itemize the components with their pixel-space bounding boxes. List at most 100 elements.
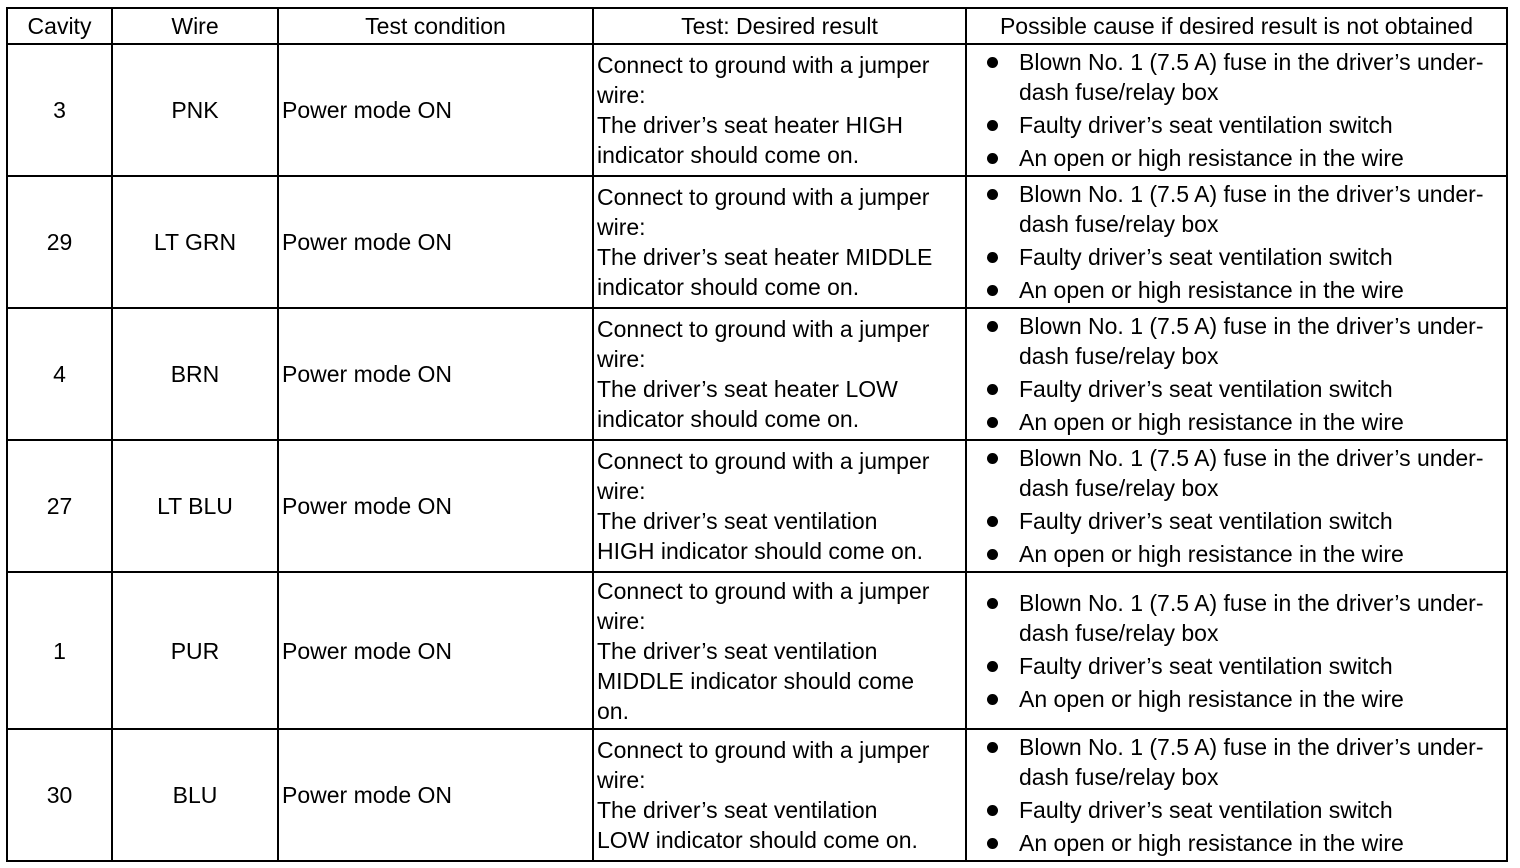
desired-result-line: wire: [597, 767, 646, 793]
cause-text: An open or high resistance in the wire [1019, 685, 1404, 712]
cause-text: An open or high resistance in the wire [1019, 409, 1404, 435]
bullet-icon [987, 838, 998, 849]
cause-text: An open or high resistance in the wire [1019, 145, 1404, 171]
cause-list: Blown No. 1 (7.5 A) fuse in the driver’s… [983, 732, 1506, 858]
condition-cell: Power mode ON [277, 43, 594, 177]
desired-result-line: The driver’s seat heater HIGH [597, 112, 903, 138]
condition-cell: Power mode ON [277, 175, 594, 309]
desired-result-line: The driver’s seat heater LOW [597, 376, 898, 402]
bullet-icon [987, 153, 998, 164]
cause-item: Blown No. 1 (7.5 A) fuse in the driver’s… [983, 588, 1506, 648]
cause-text: An open or high resistance in the wire [1019, 277, 1404, 303]
desired-result-line: wire: [597, 82, 646, 108]
desired-result-line: wire: [597, 214, 646, 240]
cause-list: Blown No. 1 (7.5 A) fuse in the driver’s… [983, 47, 1506, 173]
desired-result-line: Connect to ground with a jumper [597, 316, 930, 342]
cause-list: Blown No. 1 (7.5 A) fuse in the driver’s… [983, 311, 1506, 437]
desired-result-line: Connect to ground with a jumper [597, 448, 930, 474]
cause-item: Blown No. 1 (7.5 A) fuse in the driver’s… [983, 443, 1506, 503]
desired-result-line: Connect to ground with a jumper [597, 184, 930, 210]
desired-result-line: The driver’s seat ventilation [597, 637, 878, 664]
desired-result-line: MIDDLE indicator should come [597, 667, 915, 694]
cause-list: Blown No. 1 (7.5 A) fuse in the driver’s… [983, 588, 1506, 714]
cause-item: An open or high resistance in the wire [983, 275, 1506, 305]
cause-item: Blown No. 1 (7.5 A) fuse in the driver’s… [983, 311, 1506, 371]
desired-result-line: wire: [597, 607, 646, 634]
bullet-icon [987, 693, 998, 705]
cause-item: Faulty driver’s seat ventilation switch [983, 651, 1506, 681]
bullet-icon [987, 660, 998, 672]
cause-item: Faulty driver’s seat ventilation switch [983, 795, 1506, 825]
condition-cell: Power mode ON [277, 728, 594, 862]
possible-cause-cell: Blown No. 1 (7.5 A) fuse in the driver’s… [965, 439, 1508, 573]
cause-text: An open or high resistance in the wire [1019, 541, 1404, 567]
cause-text: Faulty driver’s seat ventilation switch [1019, 112, 1393, 138]
cause-text: Blown No. 1 (7.5 A) fuse in the driver’s… [1019, 49, 1484, 105]
desired-result-line: indicator should come on. [597, 406, 860, 432]
bullet-icon [987, 252, 998, 263]
desired-result-cell: Connect to ground with a jumper wire: The … [592, 43, 967, 177]
cause-text: Blown No. 1 (7.5 A) fuse in the driver’s… [1019, 313, 1484, 369]
desired-result-line: wire: [597, 478, 646, 504]
desired-result-line: The driver’s seat ventilation [597, 797, 878, 823]
condition-cell: Power mode ON [277, 307, 594, 441]
desired-result-line: indicator should come on. [597, 274, 860, 300]
cavity-cell: 30 [6, 728, 113, 862]
bullet-icon [987, 516, 998, 527]
possible-cause-cell: Blown No. 1 (7.5 A) fuse in the driver’s… [965, 175, 1508, 309]
header-test-condition: Test condition [277, 7, 594, 45]
header-wire: Wire [111, 7, 279, 45]
bullet-icon [987, 384, 998, 395]
cause-text: Faulty driver’s seat ventilation switch [1019, 652, 1393, 679]
condition-cell: Power mode ON [277, 571, 594, 730]
bullet-icon [987, 549, 998, 560]
bullet-icon [987, 805, 998, 816]
cause-text: Faulty driver’s seat ventilation switch [1019, 797, 1393, 823]
wire-cell: LT BLU [111, 439, 279, 573]
desired-result-line: Connect to ground with a jumper [597, 52, 930, 78]
cavity-cell: 1 [6, 571, 113, 730]
cause-item: An open or high resistance in the wire [983, 539, 1506, 569]
bullet-icon [987, 285, 998, 296]
possible-cause-cell: Blown No. 1 (7.5 A) fuse in the driver’s… [965, 307, 1508, 441]
wire-cell: BRN [111, 307, 279, 441]
cause-item: Faulty driver’s seat ventilation switch [983, 374, 1506, 404]
cause-item: Blown No. 1 (7.5 A) fuse in the driver’s… [983, 179, 1506, 239]
possible-cause-cell: Blown No. 1 (7.5 A) fuse in the driver’s… [965, 728, 1508, 862]
wire-cell: LT GRN [111, 175, 279, 309]
desired-result-cell: Connect to ground with a jumper wire: The … [592, 439, 967, 573]
bullet-icon [987, 597, 998, 609]
desired-result-line: The driver’s seat ventilation [597, 508, 878, 534]
desired-result-line: Connect to ground with a jumper [597, 577, 930, 604]
header-desired-result: Test: Desired result [592, 7, 967, 45]
cause-list: Blown No. 1 (7.5 A) fuse in the driver’s… [983, 443, 1506, 569]
cause-item: Faulty driver’s seat ventilation switch [983, 506, 1506, 536]
wire-test-table: Cavity Wire Test condition Test: Desired… [6, 7, 1508, 862]
cause-item: An open or high resistance in the wire [983, 407, 1506, 437]
cause-text: Blown No. 1 (7.5 A) fuse in the driver’s… [1019, 181, 1484, 237]
wire-cell: PUR [111, 571, 279, 730]
desired-result-cell: Connect to ground with a jumper wire: The … [592, 571, 967, 730]
cause-text: Blown No. 1 (7.5 A) fuse in the driver’s… [1019, 589, 1484, 646]
desired-result-line: The driver’s seat heater MIDDLE [597, 244, 933, 270]
desired-result-line: HIGH indicator should come on. [597, 538, 923, 564]
header-possible-cause: Possible cause if desired result is not … [965, 7, 1508, 45]
bullet-icon [987, 57, 998, 68]
condition-cell: Power mode ON [277, 439, 594, 573]
cause-text: Faulty driver’s seat ventilation switch [1019, 376, 1393, 402]
bullet-icon [987, 417, 998, 428]
cause-item: Faulty driver’s seat ventilation switch [983, 242, 1506, 272]
cause-text: Blown No. 1 (7.5 A) fuse in the driver’s… [1019, 445, 1484, 501]
bullet-icon [987, 453, 998, 464]
cause-item: An open or high resistance in the wire [983, 143, 1506, 173]
cavity-cell: 29 [6, 175, 113, 309]
cause-item: An open or high resistance in the wire [983, 828, 1506, 858]
desired-result-line: on. [597, 697, 629, 724]
wire-cell: PNK [111, 43, 279, 177]
